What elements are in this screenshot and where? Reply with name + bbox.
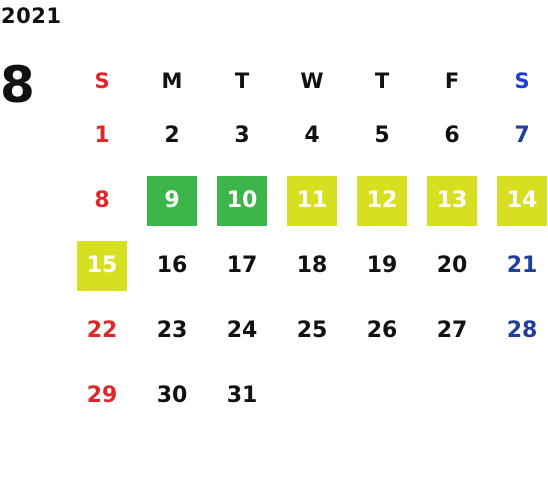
day-cell: 19 xyxy=(347,233,417,298)
day-number: 9 xyxy=(147,175,197,226)
day-number: 11 xyxy=(287,175,337,226)
weekday-header-wed: W xyxy=(277,58,347,103)
day-number: 13 xyxy=(427,175,477,226)
day-cell: 30 xyxy=(137,363,207,428)
day-number: 20 xyxy=(436,253,468,278)
weekday-header-thu: T xyxy=(347,58,417,103)
day-cell xyxy=(487,363,548,428)
day-cell xyxy=(347,363,417,428)
day-cell: 29 xyxy=(67,363,137,428)
day-cell: 5 xyxy=(347,103,417,168)
day-number: 14 xyxy=(497,175,547,226)
weekday-label: M xyxy=(161,68,183,93)
day-cell: 28 xyxy=(487,298,548,363)
weekday-label: W xyxy=(300,68,324,93)
day-cell: 16 xyxy=(137,233,207,298)
day-cell: 15 xyxy=(67,233,137,298)
weekday-label: T xyxy=(374,68,390,93)
weekday-header-tue: T xyxy=(207,58,277,103)
day-cell: 14 xyxy=(487,168,548,233)
weekday-header-fri: F xyxy=(417,58,487,103)
day-number: 29 xyxy=(86,383,118,408)
day-number: 10 xyxy=(217,175,267,226)
day-number: 15 xyxy=(77,240,127,291)
day-number: 12 xyxy=(357,175,407,226)
day-number: 27 xyxy=(436,318,468,343)
day-number: 26 xyxy=(366,318,398,343)
day-number: 25 xyxy=(296,318,328,343)
day-number: 6 xyxy=(444,123,460,148)
calendar-grid: S M T W T F S 1 2 3 4 5 6 7 8 9 10 11 12… xyxy=(67,58,548,493)
day-cell: 26 xyxy=(347,298,417,363)
day-cell: 25 xyxy=(277,298,347,363)
day-number: 24 xyxy=(226,318,258,343)
day-cell xyxy=(417,363,487,428)
day-cell: 4 xyxy=(277,103,347,168)
day-number xyxy=(427,371,477,421)
day-cell: 1 xyxy=(67,103,137,168)
day-cell: 3 xyxy=(207,103,277,168)
day-number xyxy=(497,371,547,421)
weekday-label: S xyxy=(514,68,530,93)
day-number: 3 xyxy=(234,123,250,148)
day-cell: 17 xyxy=(207,233,277,298)
day-number: 23 xyxy=(156,318,188,343)
day-number: 16 xyxy=(156,253,188,278)
weekday-label: F xyxy=(444,68,460,93)
weekday-label: T xyxy=(234,68,250,93)
day-cell: 9 xyxy=(137,168,207,233)
day-cell: 13 xyxy=(417,168,487,233)
day-cell: 10 xyxy=(207,168,277,233)
day-cell: 12 xyxy=(347,168,417,233)
day-number: 7 xyxy=(514,123,530,148)
day-cell: 22 xyxy=(67,298,137,363)
day-cell: 8 xyxy=(67,168,137,233)
day-cell: 18 xyxy=(277,233,347,298)
day-cell: 6 xyxy=(417,103,487,168)
day-number: 21 xyxy=(506,253,538,278)
day-cell: 2 xyxy=(137,103,207,168)
day-number: 2 xyxy=(164,123,180,148)
day-number: 30 xyxy=(156,383,188,408)
day-number: 31 xyxy=(226,383,258,408)
day-cell: 11 xyxy=(277,168,347,233)
day-cell xyxy=(277,363,347,428)
day-number: 1 xyxy=(94,123,110,148)
day-number xyxy=(287,371,337,421)
day-cell: 27 xyxy=(417,298,487,363)
year-label: 2021 xyxy=(1,4,62,28)
day-number: 28 xyxy=(506,318,538,343)
day-number: 4 xyxy=(304,123,320,148)
day-cell: 20 xyxy=(417,233,487,298)
weekday-label: S xyxy=(94,68,110,93)
day-cell: 23 xyxy=(137,298,207,363)
weekday-header-sat: S xyxy=(487,58,548,103)
day-number: 18 xyxy=(296,253,328,278)
day-number xyxy=(357,371,407,421)
day-cell: 24 xyxy=(207,298,277,363)
day-number: 19 xyxy=(366,253,398,278)
day-cell: 31 xyxy=(207,363,277,428)
weekday-header-sun: S xyxy=(67,58,137,103)
day-cell: 21 xyxy=(487,233,548,298)
day-cell: 7 xyxy=(487,103,548,168)
weekday-header-mon: M xyxy=(137,58,207,103)
month-label: 8 xyxy=(0,56,35,114)
day-number: 5 xyxy=(374,123,390,148)
day-number: 22 xyxy=(86,318,118,343)
day-number: 8 xyxy=(94,188,110,213)
day-number: 17 xyxy=(226,253,258,278)
